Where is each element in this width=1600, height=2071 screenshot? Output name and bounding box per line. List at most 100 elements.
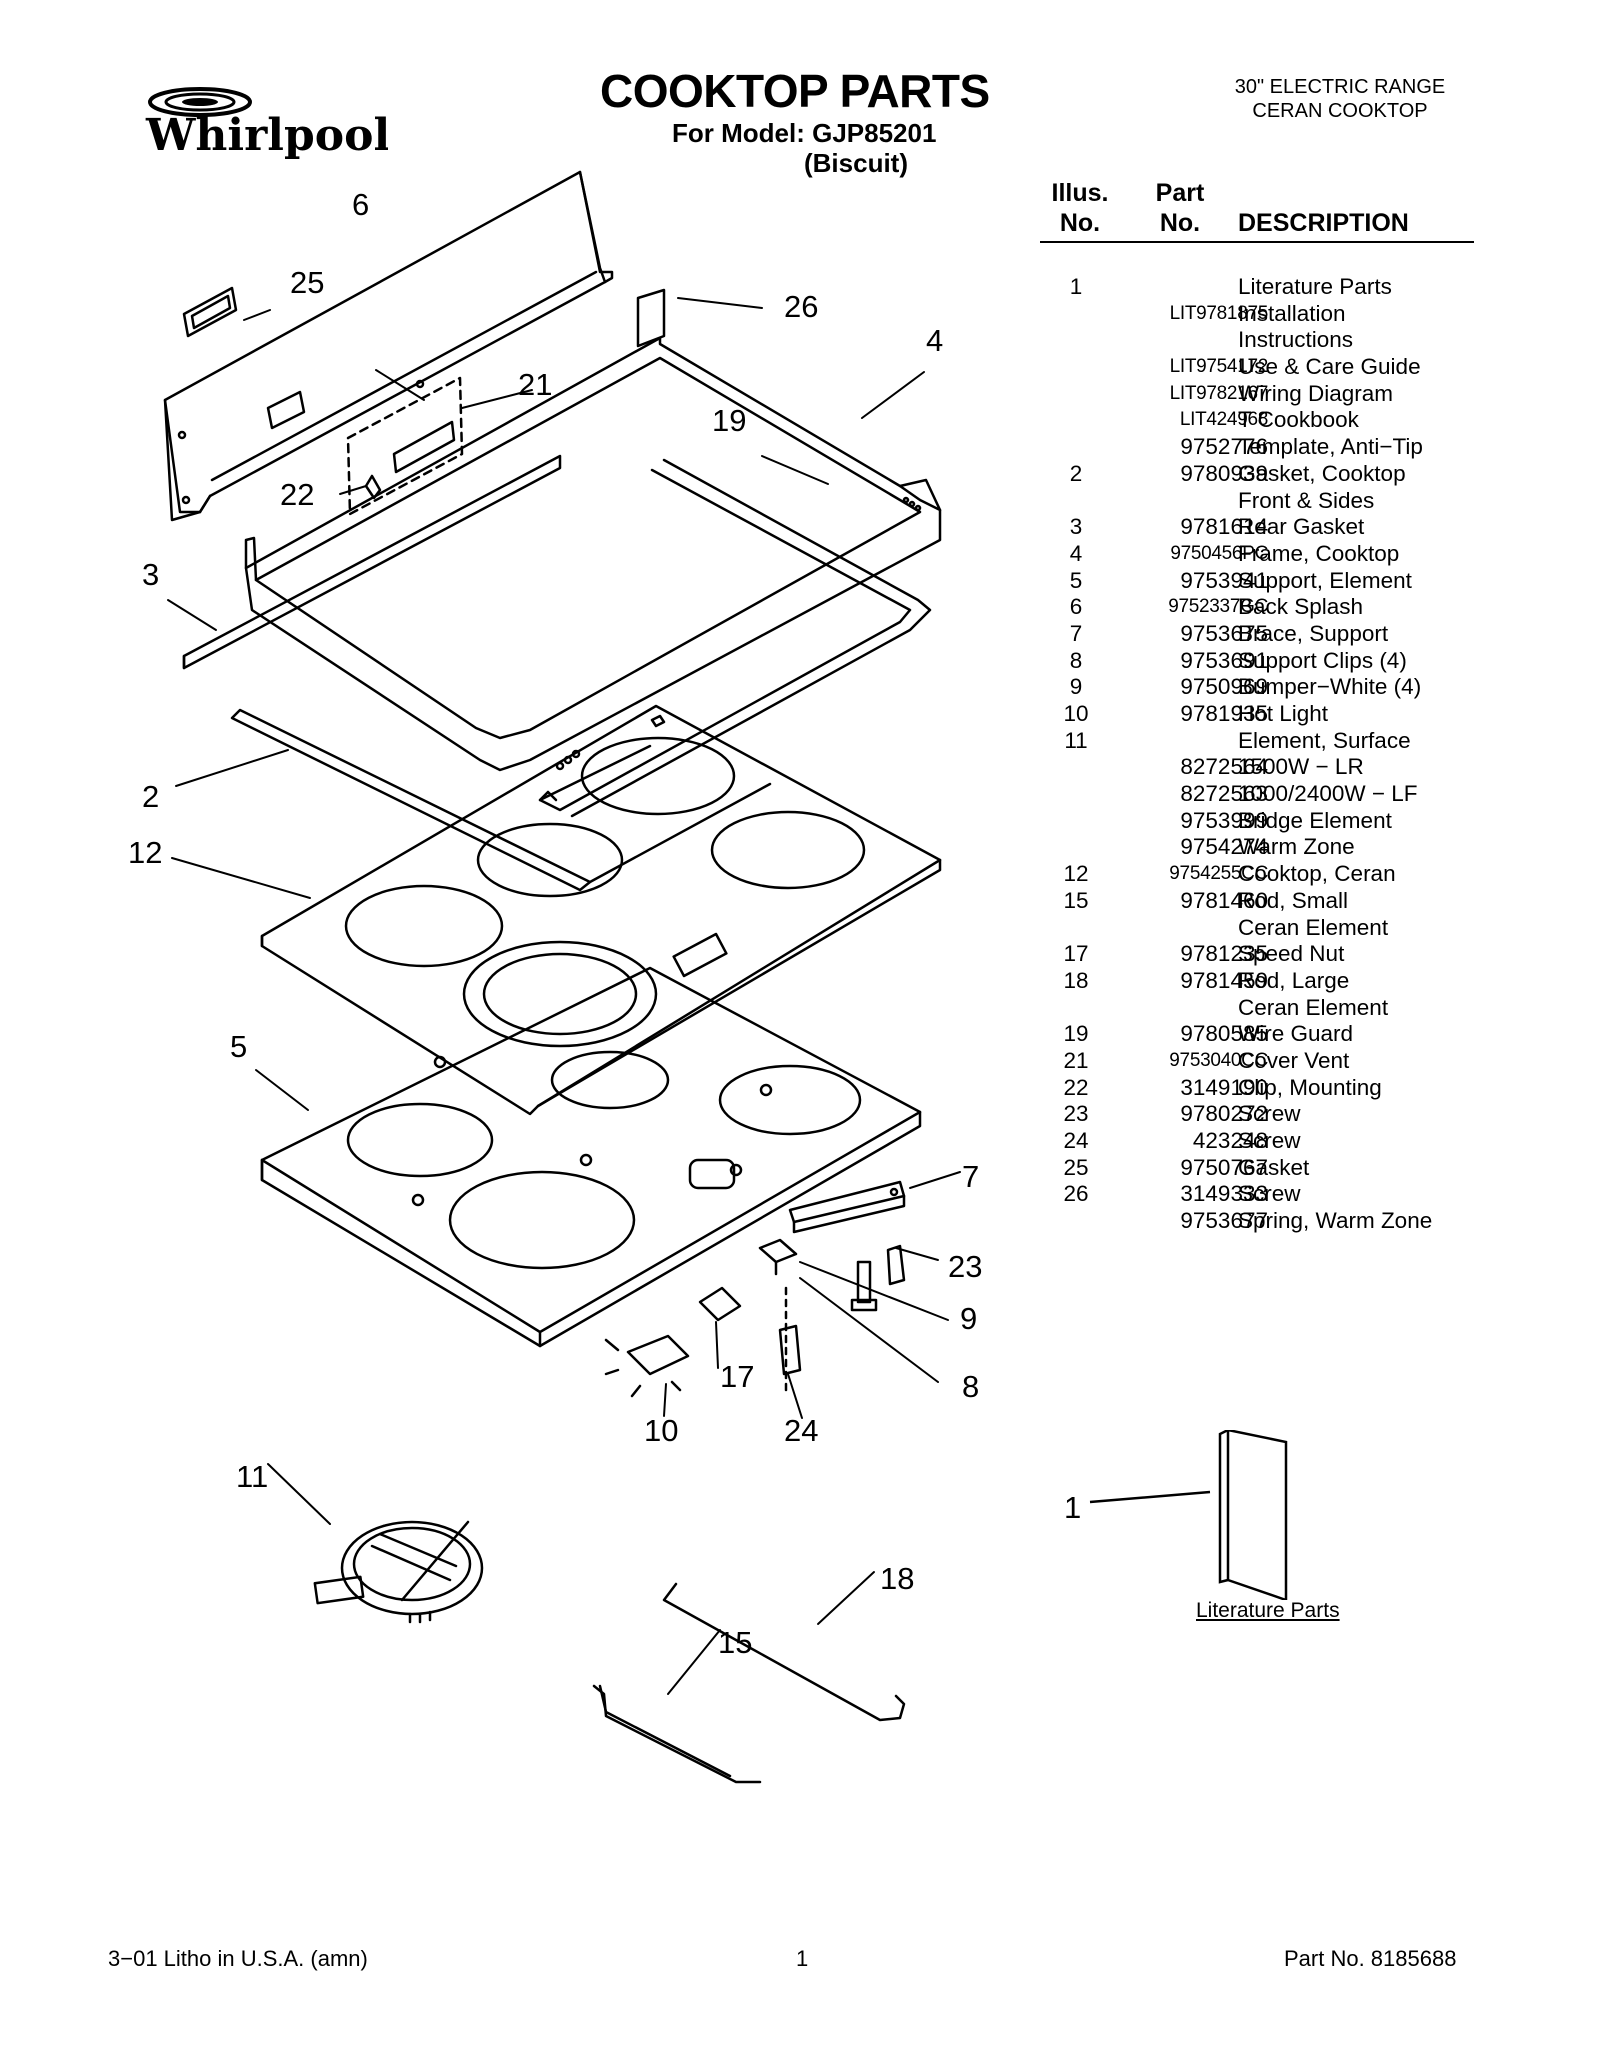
part-number: 9754255CC	[1169, 863, 1268, 885]
illus-number: 24	[1063, 1128, 1089, 1153]
support-brace-part	[788, 1180, 906, 1234]
part-number: 9750969	[1180, 674, 1268, 700]
part-number: 8272564	[1180, 754, 1268, 780]
part-number: 3149190	[1180, 1074, 1268, 1100]
part-number: 9754274	[1180, 834, 1268, 860]
gasket-25-part	[182, 286, 238, 338]
element-support-part	[260, 966, 922, 1348]
part-description: Screw	[1238, 1101, 1301, 1127]
hot-light-part	[604, 1334, 690, 1398]
literature-callout: 1	[1064, 1490, 1082, 1525]
literature-book-icon	[1060, 1428, 1360, 1602]
illus-number: 18	[1063, 967, 1089, 993]
col-header-part: Part No.	[1140, 178, 1220, 238]
part-description: Instructions	[1238, 327, 1354, 353]
part-description: Frame, Cooktop	[1238, 540, 1400, 566]
callout-12: 12	[128, 835, 163, 870]
part-number: LIT9782167	[1169, 382, 1269, 404]
callout-11: 11	[236, 1459, 269, 1494]
illus-number: 26	[1063, 1181, 1089, 1207]
callout-21: 21	[518, 367, 553, 402]
model-number: For Model: GJP85201	[672, 118, 937, 148]
illus-number: 12	[1063, 861, 1089, 887]
col-header-part-line1: Part	[1155, 179, 1205, 207]
part-number: 9781460	[1180, 887, 1268, 913]
part-number: 9781935	[1180, 701, 1268, 726]
parts-row: Front & Sides	[1040, 488, 1480, 515]
col-header-illus: Illus. No.	[1040, 178, 1120, 238]
part-description: Hot Light	[1238, 701, 1329, 726]
rod-large-part	[662, 1582, 906, 1722]
rod-small-part	[592, 1684, 762, 1784]
callout-25: 25	[290, 265, 325, 300]
whirlpool-logo: Whirlpool	[138, 80, 390, 170]
illus-number: 22	[1063, 1074, 1089, 1100]
part-description: Back Splash	[1238, 594, 1364, 620]
callout-3: 3	[142, 557, 160, 592]
col-header-illus-line1: Illus.	[1051, 179, 1109, 207]
part-number: 9750456PC	[1170, 542, 1268, 564]
illus-number: 7	[1069, 620, 1083, 646]
part-description: Spring, Warm Zone	[1238, 1208, 1433, 1234]
illus-number: 4	[1069, 540, 1083, 566]
part-number: 3149333	[1180, 1181, 1268, 1207]
part-description: Warm Zone	[1238, 834, 1355, 860]
illus-number: 21	[1063, 1047, 1089, 1073]
brand-name: Whirlpool	[145, 110, 388, 161]
part-description: Cooktop, Ceran	[1238, 861, 1396, 887]
part-description: Wiring Diagram	[1238, 380, 1394, 406]
part-description: Cover Vent	[1238, 1047, 1350, 1073]
part-description: Template, Anti−Tip	[1238, 434, 1423, 460]
part-description: Installation	[1238, 300, 1346, 326]
parts-row: Ceran Element	[1040, 995, 1480, 1022]
part-description: Ceran Element	[1238, 994, 1389, 1020]
footer-part-number: Part No. 8185688	[1284, 1946, 1457, 1971]
part-description: Support Clips (4)	[1238, 647, 1407, 673]
part-description: Wire Guard	[1238, 1021, 1354, 1047]
range-type-line2: CERAN COOKTOP	[1252, 100, 1428, 122]
illus-number: 5	[1069, 567, 1083, 593]
page-title: COOKTOP PARTS	[600, 65, 990, 117]
part-number: LIT9781875	[1169, 302, 1269, 324]
part-description: 1500W − LR	[1238, 754, 1364, 780]
part-number: 9753677	[1180, 1208, 1268, 1234]
footer-page-number: 1	[796, 1946, 809, 1971]
part-description: Literature Parts	[1238, 274, 1392, 299]
part-description: Element, Surface	[1238, 727, 1411, 753]
part-description: Bumper−White (4)	[1238, 674, 1422, 700]
header-rule	[1040, 241, 1474, 243]
part-description: Gasket, Cooktop	[1238, 460, 1406, 486]
rear-gasket-part	[182, 454, 562, 670]
part-description: Screw	[1238, 1181, 1301, 1207]
parts-row: Instructions	[1040, 327, 1480, 354]
callout-18: 18	[880, 1561, 915, 1596]
callout-leaders	[167, 297, 961, 1695]
footer-litho: 3−01 Litho in U.S.A. (amn)	[108, 1946, 368, 1971]
part-description: Use & Care Guide	[1238, 354, 1421, 380]
range-type-line1: 30" ELECTRIC RANGE	[1234, 76, 1446, 98]
illus-number: 23	[1063, 1101, 1089, 1127]
speed-nut-part	[698, 1286, 742, 1322]
part-description: Ceran Element	[1238, 914, 1389, 940]
part-description: Bridge Element	[1238, 807, 1392, 833]
part-description: Clip, Mounting	[1238, 1074, 1382, 1100]
